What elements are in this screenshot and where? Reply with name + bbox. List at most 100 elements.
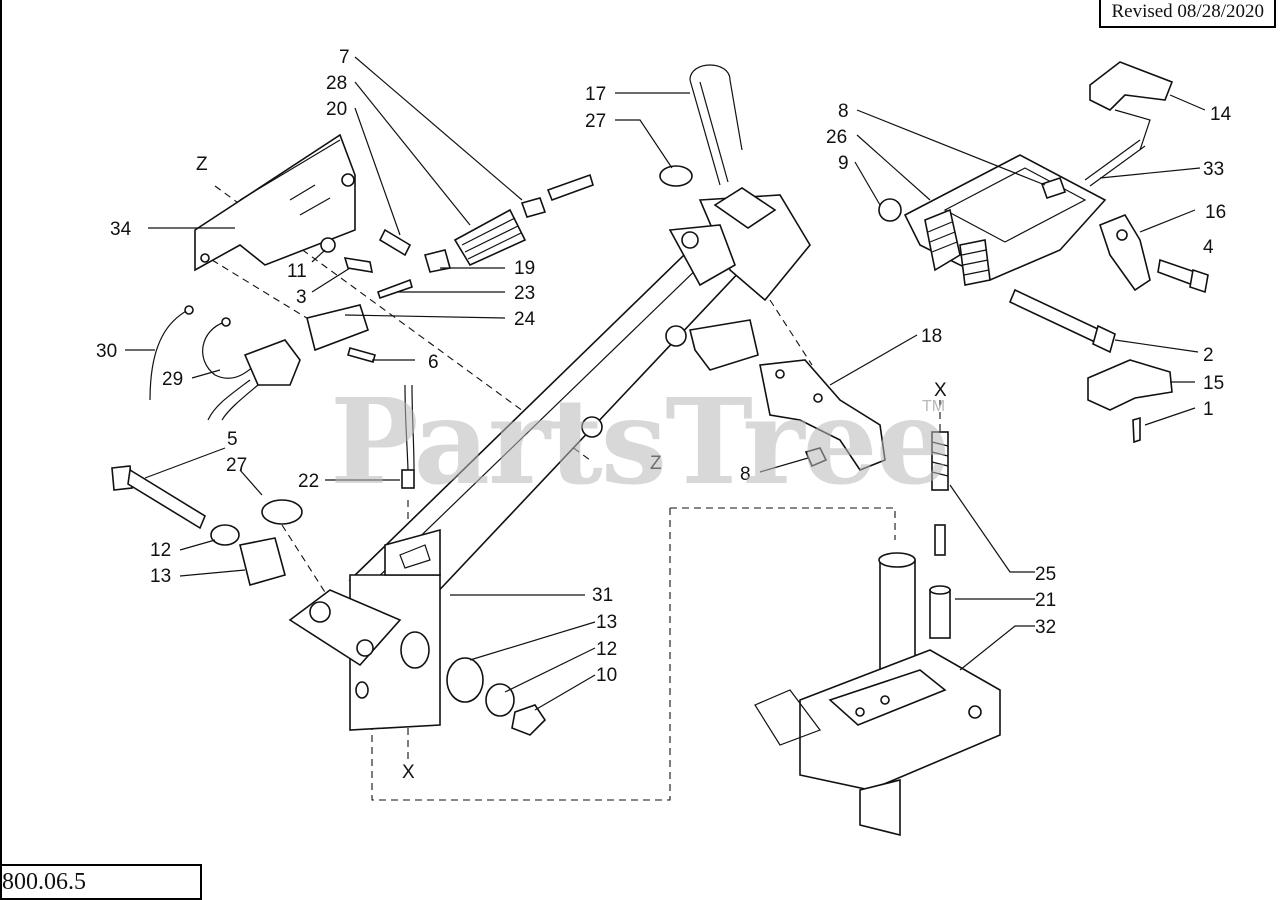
screw-6 <box>347 347 376 363</box>
callout-7: 7 <box>339 47 350 68</box>
left-hardware <box>306 173 594 363</box>
callout-22: 22 <box>298 471 319 492</box>
left-bolt-set <box>111 465 547 736</box>
callout-12: 12 <box>150 540 171 561</box>
pin-20 <box>378 228 412 257</box>
callout-1: 1 <box>1203 399 1214 420</box>
bushing-21 <box>929 589 951 639</box>
callout-8: 8 <box>740 464 751 485</box>
bolt-3 <box>343 257 374 273</box>
arm-pivot-pin <box>665 325 687 347</box>
axis-x-top: X <box>934 380 947 401</box>
bracket-18 <box>759 359 886 471</box>
callout-33: 33 <box>1203 159 1224 180</box>
wire-30 <box>149 309 189 401</box>
callout-31: 31 <box>592 585 613 606</box>
bolt-5-shank <box>127 468 207 530</box>
nut-9 <box>878 198 902 222</box>
trademark-mark: TM <box>922 398 946 415</box>
callout-19: 19 <box>514 258 535 279</box>
guide-line-box-top <box>670 507 896 540</box>
callout-26: 26 <box>826 127 847 148</box>
washer-12-right <box>485 683 515 717</box>
axis-z-mid: Z <box>650 453 662 474</box>
bracket-16 <box>1099 214 1151 292</box>
cable-22 <box>401 384 415 489</box>
callout-20: 20 <box>326 99 347 120</box>
callout-14: 14 <box>1210 104 1232 125</box>
nut-7 <box>520 197 547 218</box>
spring-28 <box>453 208 527 267</box>
grommet-27-left <box>261 499 303 525</box>
callout-28: 28 <box>326 73 347 94</box>
knob-14 <box>1089 61 1174 111</box>
leader-lines <box>125 56 1206 711</box>
washer-11 <box>320 237 336 253</box>
callout-21: 21 <box>1035 590 1056 611</box>
spring-25-set <box>929 431 951 639</box>
hitch-body <box>799 649 1001 791</box>
bolt-2-shank <box>1008 288 1102 344</box>
page-border <box>0 0 2 865</box>
bushing-13-right <box>446 657 484 703</box>
callout-4: 4 <box>1203 237 1214 258</box>
guide-line-box <box>371 508 671 801</box>
nut-8-top <box>1040 176 1067 200</box>
callout-17: 17 <box>585 84 606 105</box>
hitch-tab <box>859 778 901 837</box>
switch-24 <box>306 304 369 352</box>
axis-z-top: Z <box>196 154 208 175</box>
arm-top-plate <box>713 187 777 229</box>
rod-33 <box>1084 139 1146 187</box>
hitch-32 <box>754 552 1001 837</box>
washer-12-left <box>210 524 240 546</box>
arm-bore <box>400 631 430 669</box>
callout-9: 9 <box>838 153 849 174</box>
arm-hook <box>689 319 759 371</box>
right-cluster <box>878 61 1209 444</box>
bolt-4-shank <box>1157 258 1196 287</box>
cover-15 <box>1087 359 1173 411</box>
bracket-34 <box>194 133 356 272</box>
callout-32: 32 <box>1035 617 1056 638</box>
guide-line-bracket-18 <box>769 299 813 366</box>
callout-13: 13 <box>150 566 171 587</box>
callout-8: 8 <box>838 101 849 122</box>
callout-13: 13 <box>596 612 617 633</box>
guide-line-bushing <box>281 524 331 601</box>
callout-29: 29 <box>162 369 183 390</box>
spring-26-left <box>924 208 961 272</box>
callout-15: 15 <box>1203 373 1224 394</box>
axis-letters: Z Z X X <box>196 154 947 783</box>
callout-11: 11 <box>287 261 307 282</box>
nut-8-lower <box>804 447 828 468</box>
callout-24: 24 <box>514 309 536 330</box>
callout-27: 27 <box>585 111 606 132</box>
document-number-box: 800.06.5 <box>0 864 202 900</box>
spring-23 <box>376 278 413 300</box>
wires <box>149 305 301 421</box>
pin <box>934 524 946 556</box>
callout-30: 30 <box>96 341 117 362</box>
callout-34: 34 <box>110 219 132 240</box>
screw-1 <box>1132 416 1141 444</box>
arm-pivot-pin-lower <box>581 416 603 438</box>
bolt-4-head <box>1189 268 1209 294</box>
callout-3: 3 <box>296 287 307 308</box>
parts-tree-watermark: PartsTree <box>330 372 951 511</box>
connector-29 <box>243 339 301 386</box>
callout-2: 2 <box>1203 345 1214 366</box>
callout-6: 6 <box>428 352 439 373</box>
callout-16: 16 <box>1205 202 1226 223</box>
frame-arm <box>288 187 811 731</box>
callout-27: 27 <box>226 455 247 476</box>
ubolt-17 <box>261 64 743 525</box>
axis-x-bottom: X <box>402 762 415 783</box>
callout-23: 23 <box>514 283 535 304</box>
callout-5: 5 <box>227 429 238 450</box>
nut-10 <box>511 704 547 736</box>
wire-29 <box>202 321 261 379</box>
